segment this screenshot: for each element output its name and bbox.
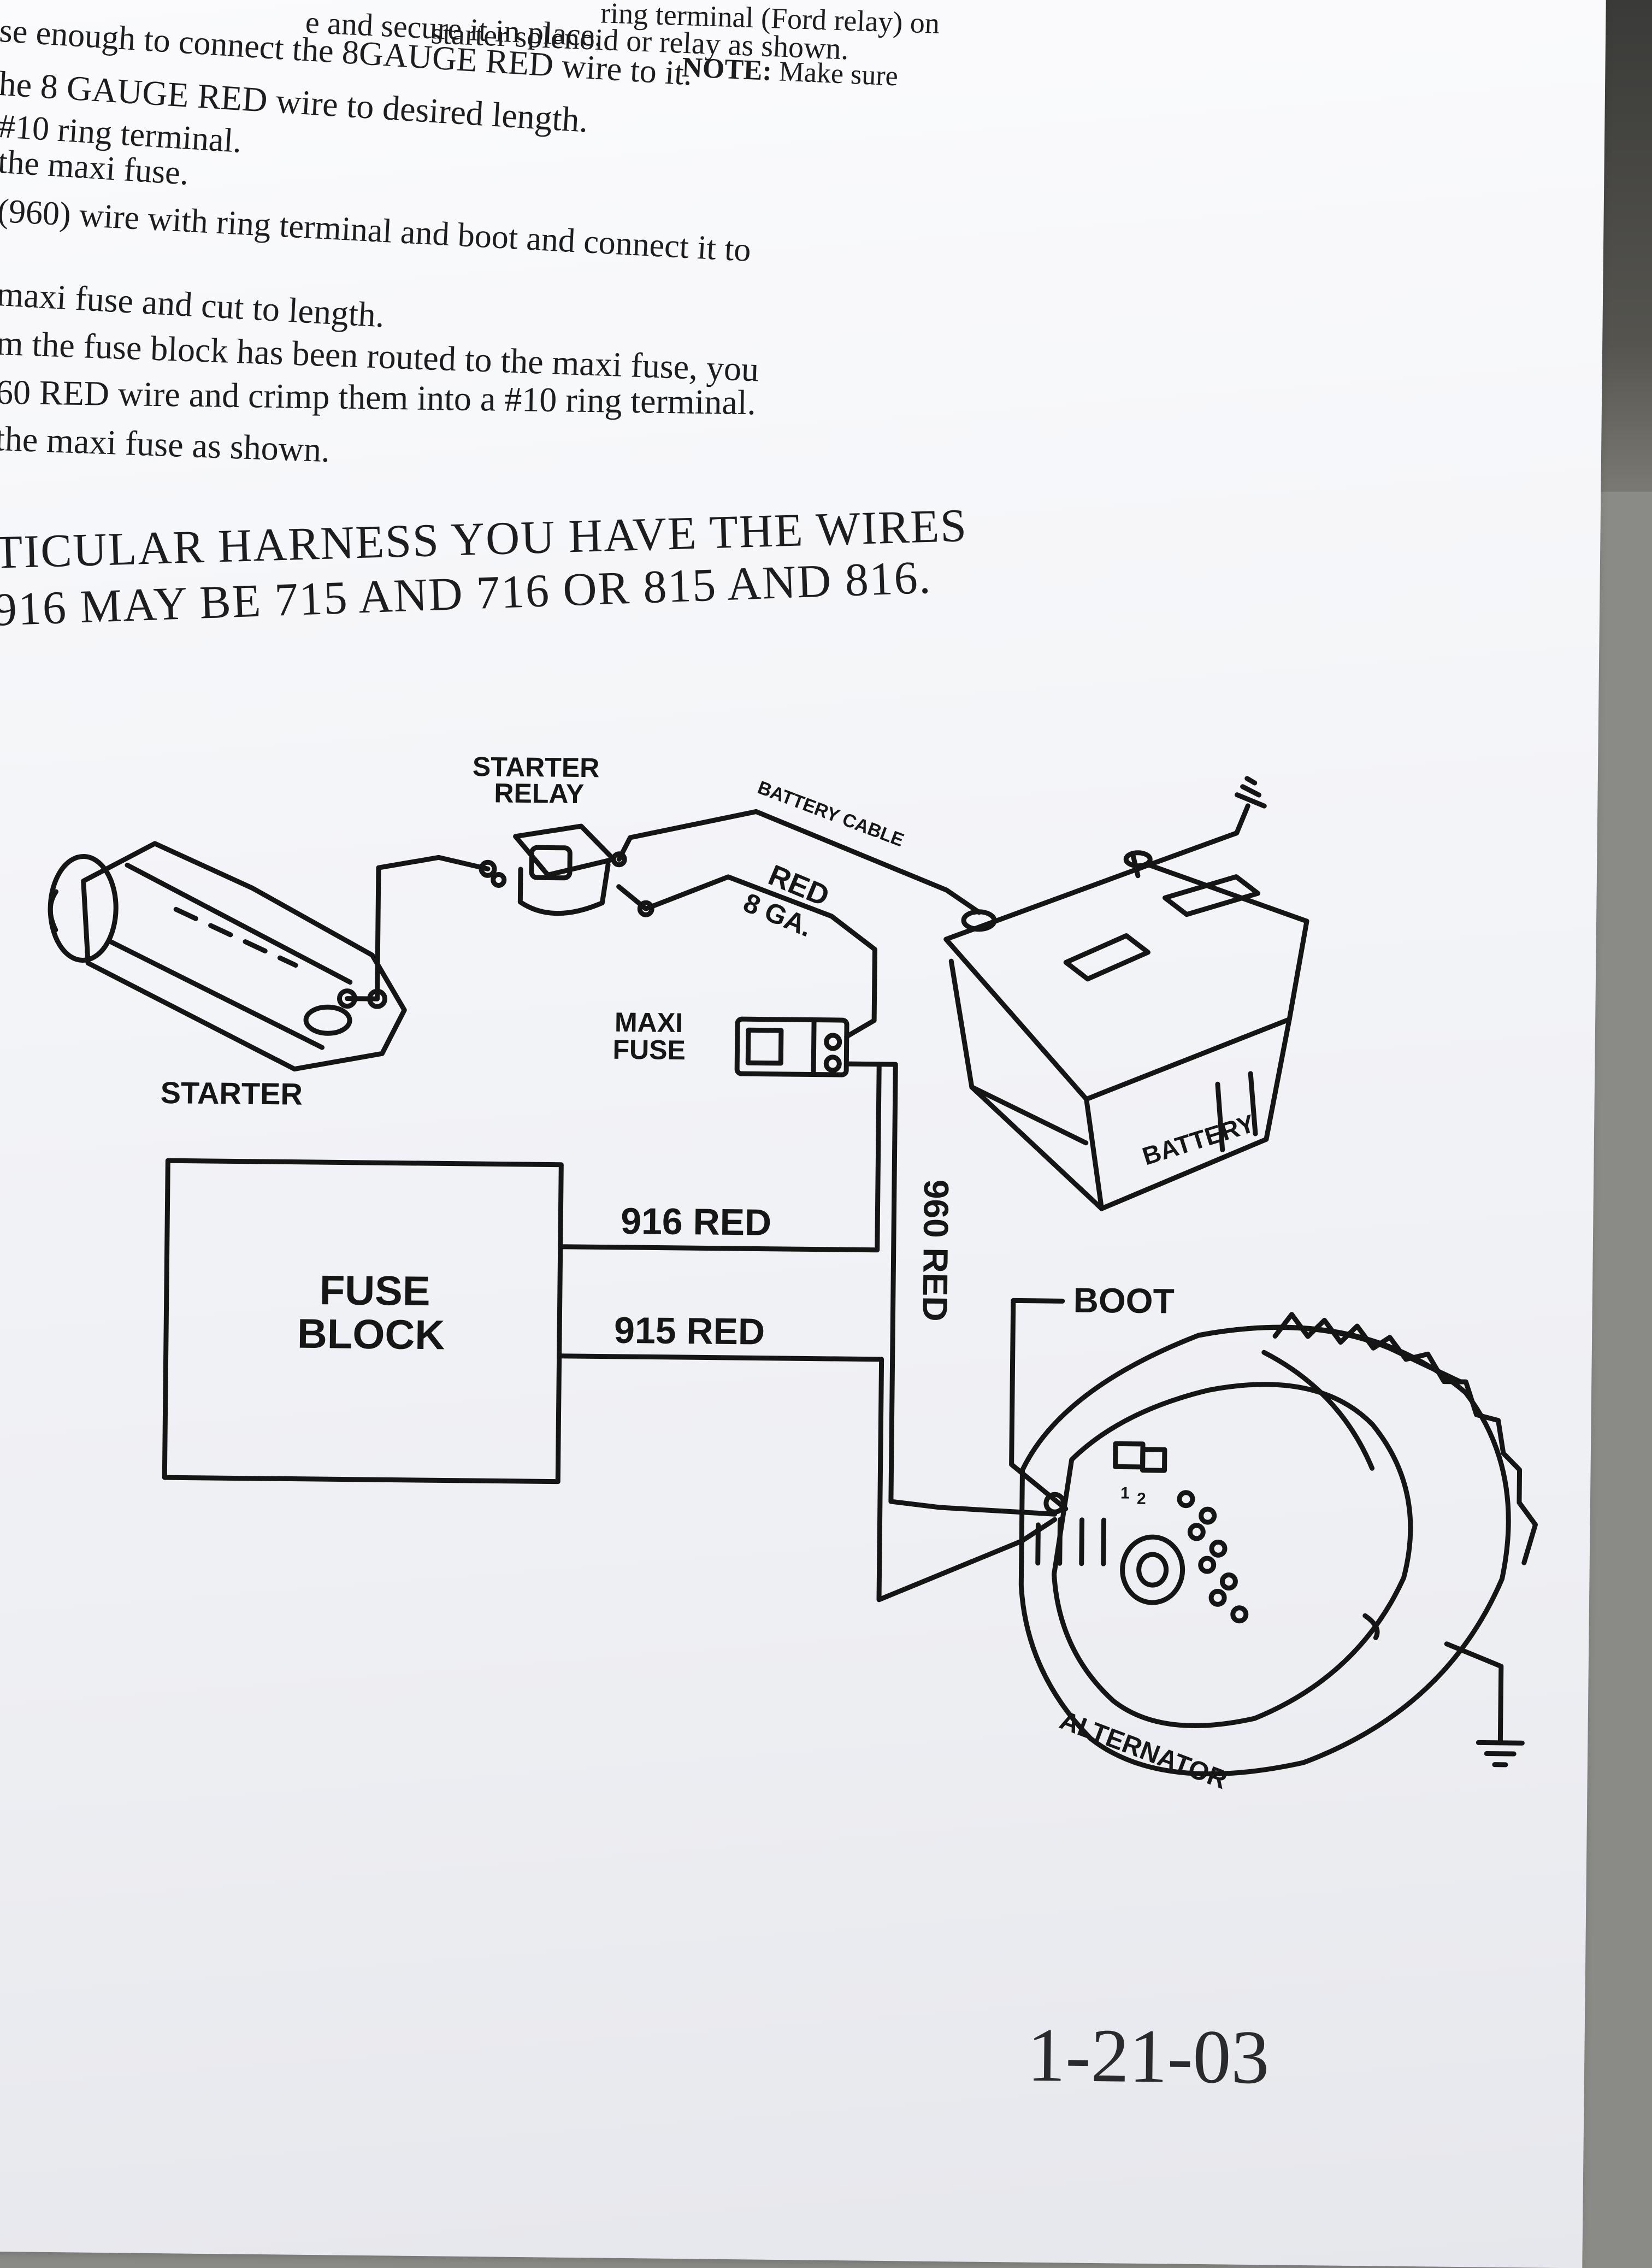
fuse-block-label-line2: BLOCK <box>297 1311 445 1359</box>
instruction-sheet: ring terminal (Ford relay) on starter so… <box>0 0 1606 2268</box>
915-red-wire <box>557 1353 1058 1603</box>
battery-cable <box>616 809 982 915</box>
terminal-1-label: 1 <box>1120 1484 1130 1502</box>
alternator <box>1018 1312 1538 1777</box>
red-8ga-wire <box>616 874 877 1039</box>
starter-relay-label-line1: STARTER <box>473 751 600 783</box>
battery-label: BATTERY <box>1139 1109 1258 1170</box>
fuse-block <box>162 1158 564 1484</box>
boot-label: BOOT <box>1073 1281 1175 1321</box>
fuse-block-label-line1: FUSE <box>319 1267 430 1315</box>
wire-915-label: 915 RED <box>614 1310 765 1353</box>
starter-relay <box>491 823 627 916</box>
wire-916-label: 916 RED <box>621 1200 772 1244</box>
boot-leader <box>1009 1298 1069 1511</box>
starter-cable <box>374 855 491 1002</box>
starter-motor <box>48 841 407 1072</box>
wiring-diagram: STARTER RELAY BATTERY CABLE RED 8 GA. MA… <box>48 751 1538 1795</box>
starter-label: STARTER <box>160 1075 303 1111</box>
wire-960-label: 960 RED <box>915 1180 956 1322</box>
terminal-2-label: 2 <box>1137 1490 1146 1508</box>
maxi-label-line2: FUSE <box>612 1034 686 1065</box>
revision-date: 1-21-03 <box>1026 2012 1270 2100</box>
916-red-wire <box>558 1062 882 1253</box>
starter-relay-label-line2: RELAY <box>494 777 584 809</box>
maxi-label-line1: MAXI <box>615 1007 683 1038</box>
battery <box>943 776 1309 1211</box>
maxi-fuse <box>734 1016 849 1077</box>
